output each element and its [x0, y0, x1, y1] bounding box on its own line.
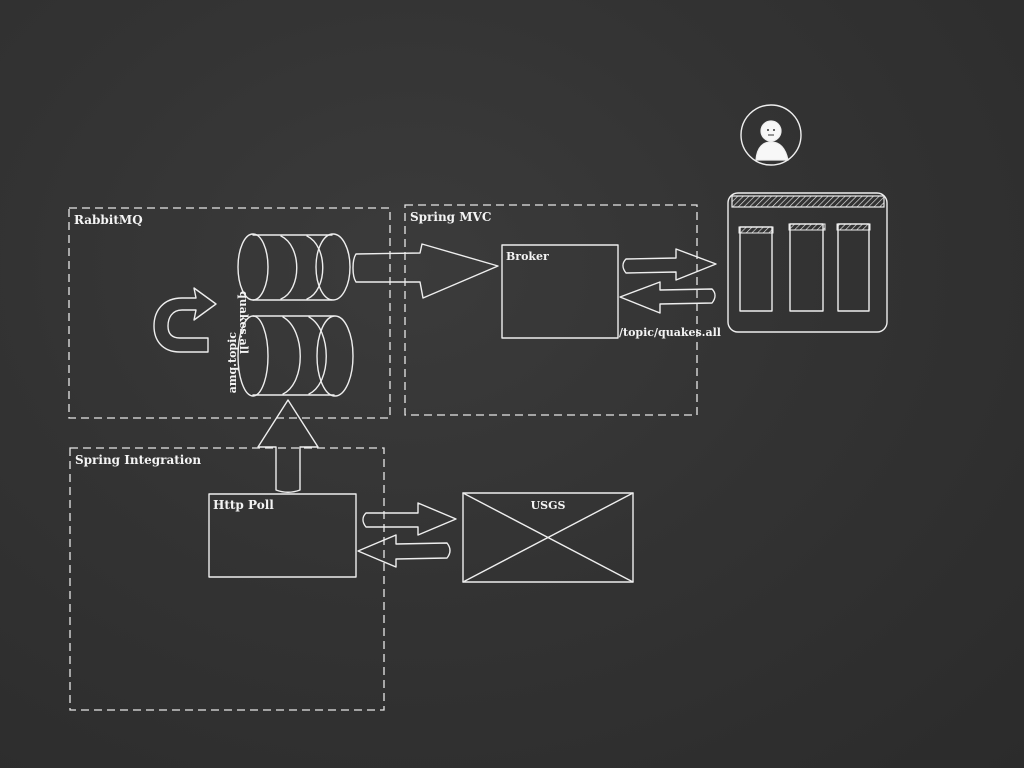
queue-quakes-all: quakes.all [237, 233, 351, 354]
arrow-usgs-to-poll [357, 534, 451, 568]
circular-arrow-icon [153, 287, 217, 353]
arrow-browser-to-broker [619, 281, 716, 314]
browser-column-1 [738, 226, 774, 312]
browser-column-3 [836, 223, 871, 312]
queue-amq-topic-label: amq.topic [226, 332, 239, 394]
usgs-node: USGS [462, 492, 634, 583]
broker-node: Broker [501, 244, 619, 339]
queue-quakes-all-label: quakes.all [237, 291, 250, 354]
http-poll-label: Http Poll [213, 498, 274, 512]
topic-subscription-label: /topic/quakes.all [619, 326, 721, 339]
browser-window-icon [727, 192, 888, 333]
arrow-broker-to-browser [622, 248, 717, 281]
http-poll-node: Http Poll [208, 493, 357, 578]
rabbitmq-group-label: RabbitMQ [74, 213, 143, 227]
spring-integration-group: Spring Integration [69, 447, 385, 711]
arrow-poll-to-topic [257, 399, 319, 493]
spring-mvc-group: Spring MVC [404, 204, 698, 416]
spring-integration-group-label: Spring Integration [75, 453, 201, 467]
queue-amq-topic: amq.topic [226, 315, 354, 397]
usgs-label: USGS [531, 499, 566, 512]
arrow-poll-to-usgs [362, 502, 457, 536]
browser-column-2 [788, 223, 826, 312]
spring-mvc-group-label: Spring MVC [410, 210, 491, 224]
broker-label: Broker [506, 250, 549, 263]
arrow-queue-to-broker [352, 243, 499, 299]
rabbitmq-group: RabbitMQ [68, 207, 391, 419]
user-icon [740, 104, 802, 166]
